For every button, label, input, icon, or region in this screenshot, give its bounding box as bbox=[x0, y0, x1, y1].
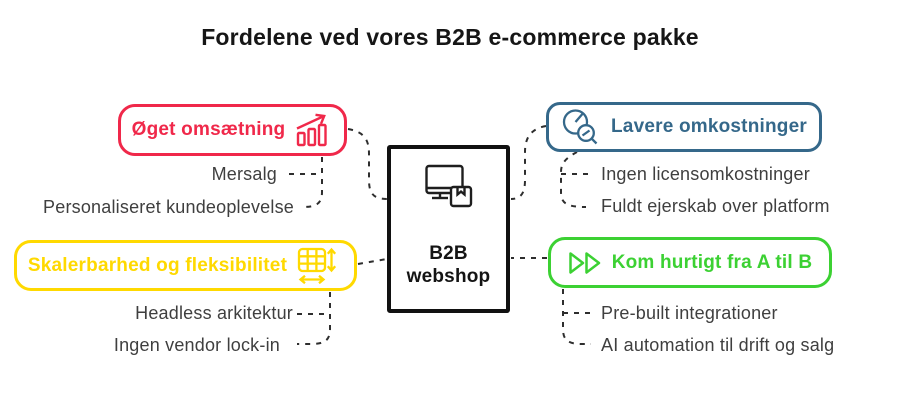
branch-label-skalerbarhed: Skalerbarhed og fleksibilitet bbox=[27, 254, 288, 276]
branch-box-skalerbarhed: Skalerbarhed og fleksibilitet bbox=[14, 240, 357, 291]
benefit-item-ingen-licensomkostninger: Ingen licensomkostninger bbox=[601, 164, 810, 185]
benefit-item-personaliseret-kundeoplevelse: Personaliseret kundeoplevelse bbox=[43, 197, 294, 218]
benefit-item-headless-arkitektur: Headless arkitektur bbox=[135, 303, 293, 324]
connector-red-items-trunk bbox=[302, 157, 323, 208]
branch-label-lavere-omkostninger: Lavere omkostninger bbox=[611, 116, 807, 137]
monitor-package-icon bbox=[424, 164, 472, 208]
branch-label-kom-hurtigt: Kom hurtigt fra A til B bbox=[611, 251, 813, 273]
connector-blue-to-center bbox=[510, 125, 547, 200]
benefit-item-ai-automation: AI automation til drift og salg bbox=[601, 335, 835, 356]
branch-box-kom-hurtigt: Kom hurtigt fra A til B bbox=[548, 237, 832, 288]
center-node-label-line1: B2B bbox=[429, 243, 468, 264]
bar-chart-growth-icon bbox=[296, 113, 328, 147]
branch-box-oget-omsaetning: Øget omsætning bbox=[118, 104, 347, 156]
page-title: Fordelene ved vores B2B e-commerce pakke bbox=[201, 24, 699, 50]
branch-box-lavere-omkostninger: Lavere omkostninger bbox=[546, 102, 822, 152]
connector-green-items-trunk bbox=[562, 289, 591, 345]
branch-label-oget-omsaetning: Øget omsætning bbox=[131, 119, 286, 140]
pie-chart-magnifier-icon bbox=[562, 109, 598, 145]
fast-forward-icon bbox=[568, 251, 600, 274]
grid-resize-icon bbox=[297, 247, 337, 284]
center-node-b2b-webshop: B2B webshop bbox=[387, 145, 510, 313]
connector-yellow-items-trunk bbox=[297, 292, 331, 345]
connector-red-to-center bbox=[347, 128, 388, 200]
connector-yellow-to-center bbox=[357, 258, 388, 265]
benefit-item-pre-built-integrationer: Pre-built integrationer bbox=[601, 303, 778, 324]
center-node-label-line2: webshop bbox=[406, 266, 491, 287]
benefit-item-ingen-vendor-lock-in: Ingen vendor lock-in bbox=[113, 335, 280, 356]
benefit-item-fuldt-ejerskab: Fuldt ejerskab over platform bbox=[601, 196, 830, 217]
benefit-item-mersalg: Mersalg bbox=[211, 164, 277, 185]
center-node-label: B2B webshop bbox=[407, 242, 491, 288]
connector-blue-items-trunk bbox=[560, 151, 587, 208]
